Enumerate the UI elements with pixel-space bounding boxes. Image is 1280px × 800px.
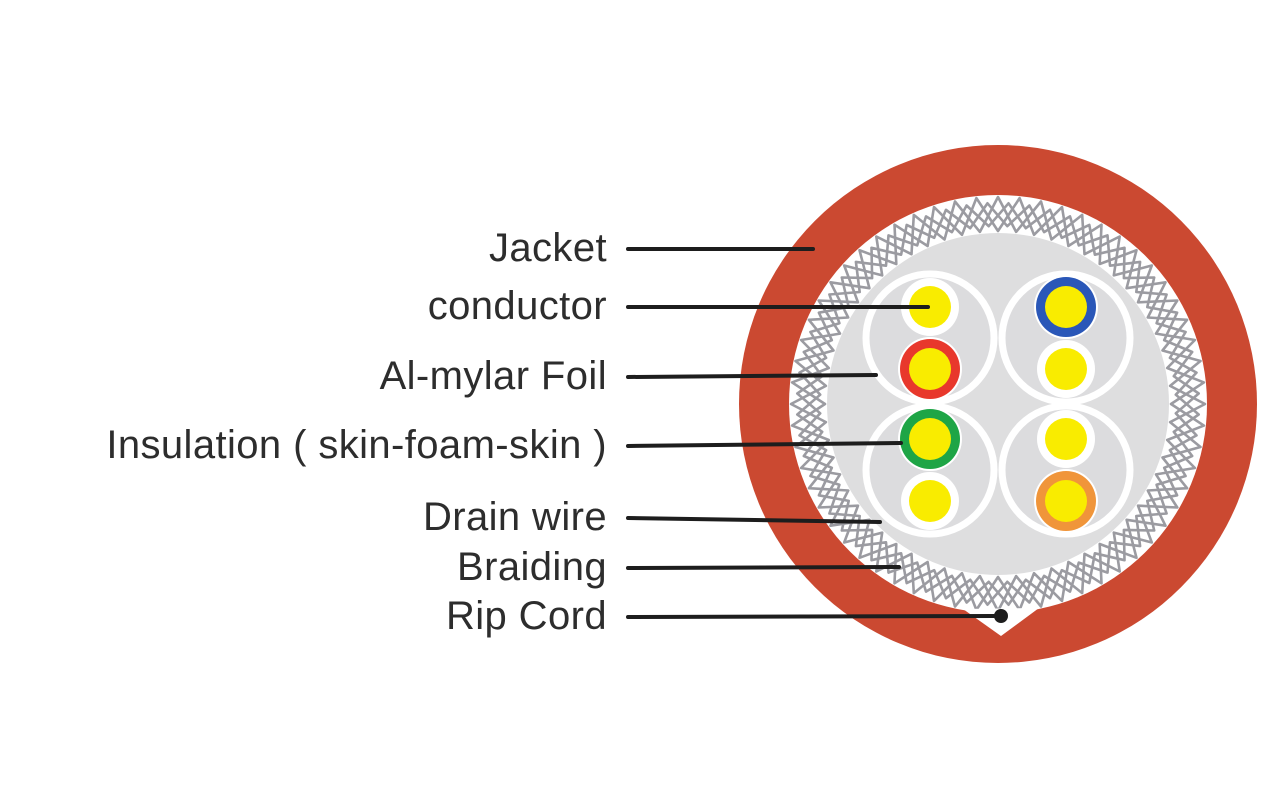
braid-strand	[795, 202, 1200, 607]
leader-line-insulation	[626, 441, 903, 448]
label-conductor: conductor	[427, 284, 607, 329]
label-rip-cord: Rip Cord	[445, 594, 607, 639]
label-braiding: Braiding	[457, 545, 607, 590]
leader-line-braiding	[626, 565, 901, 570]
wire-conductor	[909, 418, 951, 460]
wire-conductor	[1045, 348, 1087, 390]
wire-conductor	[909, 348, 951, 390]
braid-strand	[795, 202, 1200, 607]
label-drain-wire: Drain wire	[422, 495, 607, 540]
label-jacket: Jacket	[488, 226, 607, 271]
wire-conductor	[1045, 480, 1087, 522]
wire-conductor	[1045, 286, 1087, 328]
leader-line-drain	[626, 516, 882, 524]
leader-line-foil	[626, 373, 878, 379]
wire-conductor	[909, 480, 951, 522]
rip-cord-dot	[994, 609, 1008, 623]
braid-strand	[789, 196, 1207, 612]
wire-conductor	[1045, 418, 1087, 460]
label-al-mylar-foil: Al-mylar Foil	[379, 354, 607, 399]
braid-strand	[790, 195, 1206, 613]
leader-line-ripcord	[626, 614, 996, 619]
label-insulation: Insulation ( skin-foam-skin )	[106, 423, 607, 468]
